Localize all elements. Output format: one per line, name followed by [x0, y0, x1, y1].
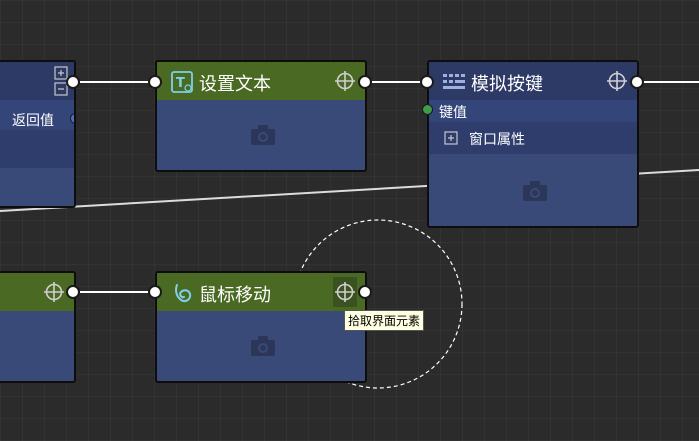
set-text-node[interactable]: T 设置文本	[155, 60, 367, 172]
mouse-move-title: 鼠标移动	[199, 285, 271, 306]
return-value-port[interactable]	[70, 113, 74, 124]
set-text-output-port[interactable]	[358, 75, 372, 89]
expand-plus-icon[interactable]	[444, 131, 458, 145]
mouse-move-output-port[interactable]	[358, 285, 372, 299]
window-property-label: 窗口属性	[469, 132, 525, 148]
set-text-input-port[interactable]	[148, 75, 162, 89]
crosshair-target-icon[interactable]	[607, 71, 627, 91]
section-band-dark	[0, 130, 74, 168]
camera-icon	[251, 336, 275, 356]
set-text-title: 设置文本	[199, 74, 271, 95]
partial-node-output-port[interactable]	[66, 75, 80, 89]
mouse-move-node[interactable]: 鼠标移动	[155, 271, 367, 383]
crosshair-target-icon[interactable]	[335, 282, 355, 302]
text-field-icon: T	[171, 71, 193, 93]
simulate-key-node[interactable]: 模拟按键 键值 窗口属性	[427, 60, 639, 228]
pick-radius-circle	[293, 219, 463, 389]
key-value-label: 键值	[439, 105, 467, 121]
crosshair-target-icon[interactable]	[44, 282, 64, 302]
mouse-move-header	[157, 273, 365, 311]
partial-bottom-output-port[interactable]	[66, 285, 80, 299]
keyboard-icon	[443, 74, 465, 89]
camera-icon	[251, 125, 275, 145]
simulate-key-output-port[interactable]	[630, 75, 644, 89]
key-value-row	[429, 100, 637, 122]
svg-text:T: T	[176, 76, 185, 91]
collapse-minus-icon[interactable]	[54, 82, 68, 96]
mouse-move-input-port[interactable]	[148, 285, 162, 299]
camera-icon	[523, 181, 547, 201]
partial-node-bottom-left[interactable]	[0, 271, 76, 383]
pick-element-tooltip: 拾取界面元素	[344, 310, 425, 331]
window-property-row[interactable]	[429, 122, 637, 154]
partial-node-top-left[interactable]: 返回值	[0, 60, 76, 208]
partial-node-header	[0, 62, 74, 100]
return-value-label: 返回值	[12, 113, 54, 129]
mouse-icon	[175, 284, 192, 303]
simulate-key-input-port[interactable]	[420, 75, 434, 89]
key-value-port[interactable]	[422, 104, 433, 115]
simulate-key-title: 模拟按键	[471, 74, 543, 95]
section-band	[0, 100, 74, 130]
expand-plus-icon[interactable]	[54, 66, 68, 80]
crosshair-target-icon[interactable]	[335, 71, 355, 91]
